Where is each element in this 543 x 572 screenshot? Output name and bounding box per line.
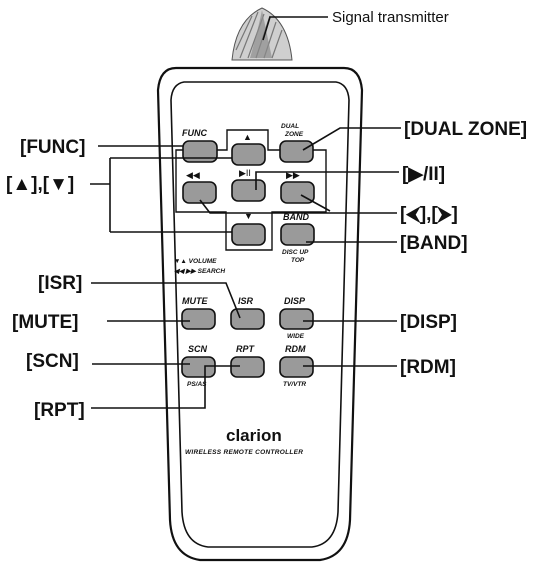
key-fast-forward-label: ▶▶: [286, 170, 300, 180]
key-disp[interactable]: DISP WIDE: [279, 296, 314, 340]
legend-volume: ▼▲ VOLUME: [174, 258, 217, 265]
legend-search: ◀◀ ▶▶ SEARCH: [174, 268, 225, 275]
callout-dual-zone: [DUAL ZONE]: [404, 119, 527, 140]
key-rewind-label: ◀◀: [186, 170, 200, 180]
leader-play-pause: [255, 171, 399, 190]
callout-rdm: [RDM]: [400, 357, 456, 378]
callout-play-pause: [▶/II]: [402, 164, 445, 185]
key-dual-zone-label-2: ZONE: [284, 131, 304, 138]
callout-signal-transmitter: Signal transmitter: [332, 9, 449, 26]
callout-mute: [MUTE]: [12, 312, 78, 333]
callout-band: [BAND]: [400, 233, 468, 254]
key-isr-label: ISR: [238, 296, 254, 306]
leader-skip: [199, 194, 397, 214]
key-scn-label: SCN: [188, 344, 208, 354]
leader-dual-zone: [302, 127, 401, 151]
key-dual-zone-label-1: DUAL: [281, 123, 299, 130]
key-rpt[interactable]: RPT: [230, 344, 265, 378]
key-scn[interactable]: SCN PS/AS: [181, 344, 216, 388]
callout-func: [FUNC]: [20, 137, 85, 158]
key-down-label: ▼: [244, 211, 253, 221]
callout-isr: [ISR]: [38, 273, 82, 294]
brand-logo: clarion: [226, 426, 282, 445]
signal-transmitter: [231, 7, 293, 61]
key-rdm[interactable]: RDM TV/VTR: [279, 344, 314, 388]
key-mute[interactable]: MUTE: [181, 296, 216, 330]
leader-up-down: [90, 157, 232, 233]
callout-rpt: [RPT]: [34, 400, 85, 421]
key-play-pause-label: ▶II: [239, 168, 251, 178]
key-disp-sub: WIDE: [287, 333, 305, 340]
key-band[interactable]: BAND DISC UP TOP: [280, 212, 315, 264]
callout-scn: [SCN]: [26, 351, 79, 372]
callout-skip: [⮜],[⮞]: [400, 204, 458, 225]
brand-subtitle: WIRELESS REMOTE CONTROLLER: [185, 449, 303, 456]
key-disp-label: DISP: [284, 296, 306, 306]
key-up-label: ▲: [243, 132, 252, 142]
key-scn-sub: PS/AS: [187, 381, 207, 388]
key-rdm-sub: TV/VTR: [283, 381, 306, 388]
key-rewind[interactable]: ◀◀: [182, 170, 217, 204]
key-band-label: BAND: [283, 212, 309, 222]
key-rdm-label: RDM: [285, 344, 306, 354]
key-func-label: FUNC: [182, 128, 207, 138]
key-rpt-label: RPT: [236, 344, 256, 354]
key-mute-label: MUTE: [182, 296, 208, 306]
key-down[interactable]: ▼: [231, 211, 266, 246]
key-dual-zone[interactable]: DUAL ZONE: [279, 123, 314, 163]
leader-rpt: [91, 365, 240, 409]
key-band-sub-2: TOP: [291, 257, 305, 264]
callout-disp: [DISP]: [400, 312, 457, 333]
leader-signal: [262, 16, 328, 41]
callout-up-down: [▲],[▼]: [6, 174, 74, 195]
key-band-sub-1: DISC UP: [282, 249, 309, 256]
leader-isr: [91, 282, 241, 319]
key-func[interactable]: FUNC: [182, 128, 218, 163]
key-up[interactable]: ▲: [231, 132, 266, 166]
